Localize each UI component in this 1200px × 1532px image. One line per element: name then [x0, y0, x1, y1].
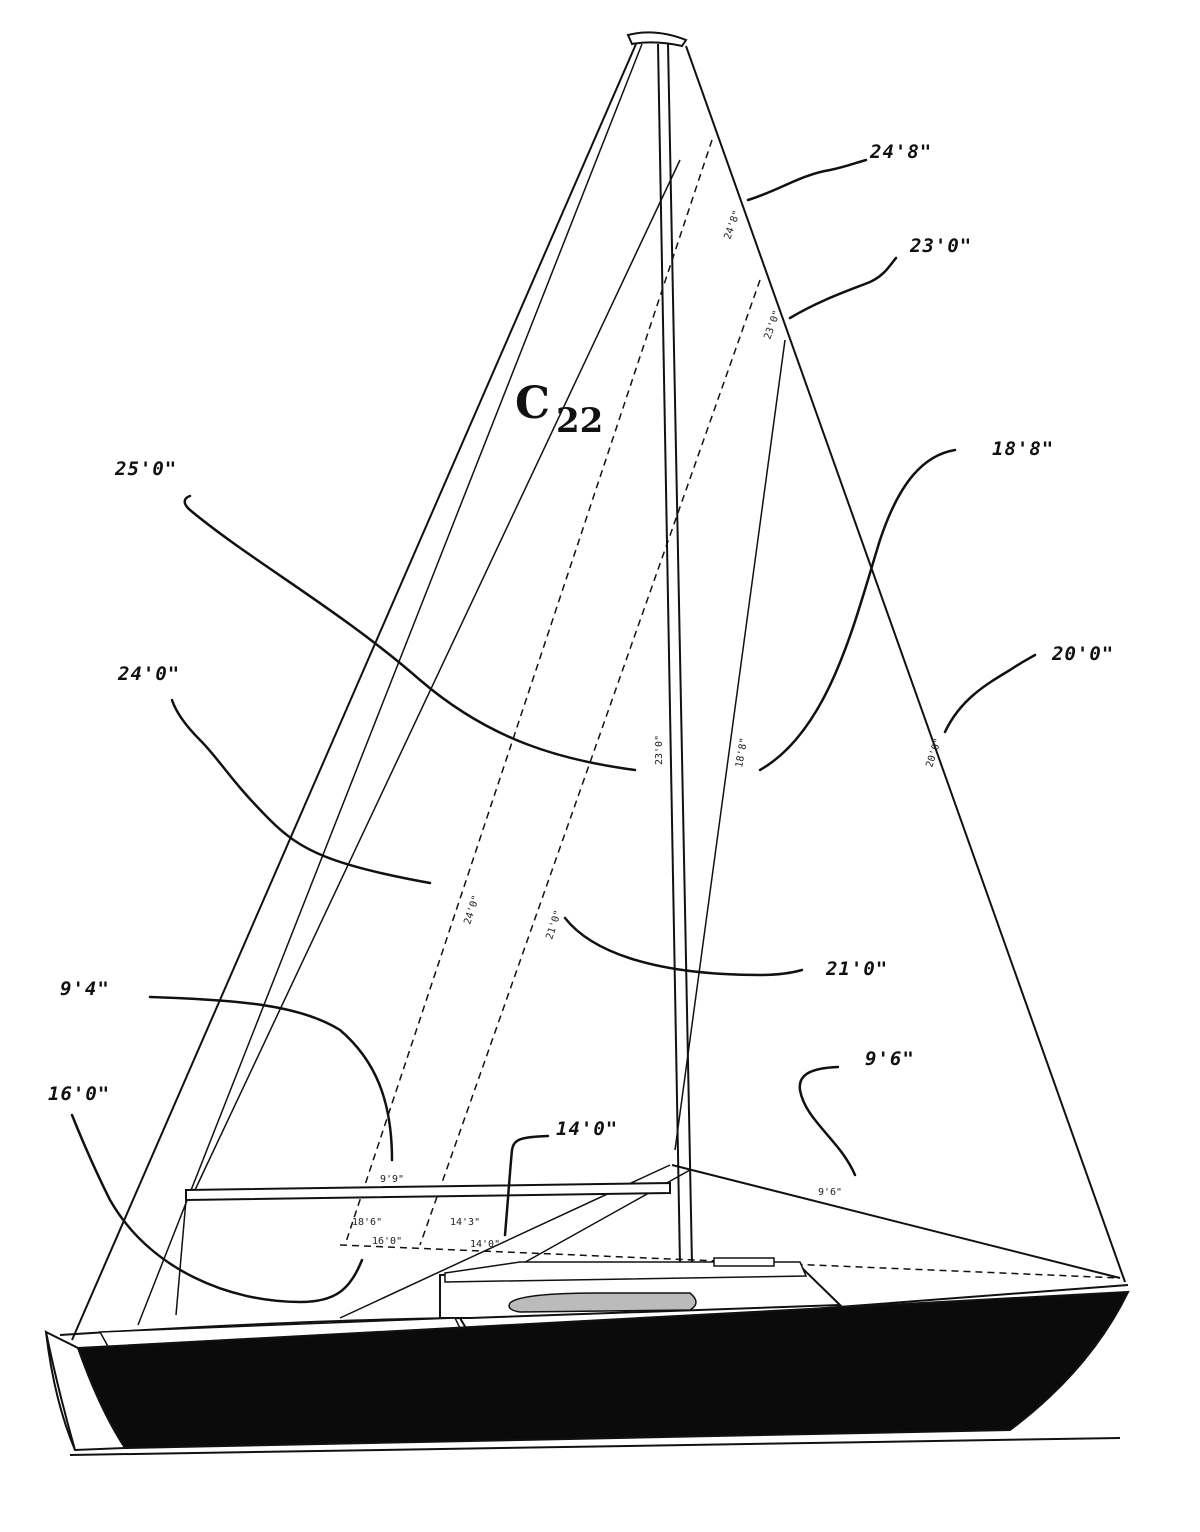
dimension-label: 23'0"	[654, 735, 665, 765]
transom	[44, 1330, 127, 1452]
callout-label: 24'0"	[117, 663, 180, 685]
leader-c1	[746, 158, 868, 202]
logo-mark: C	[515, 378, 550, 429]
leader-c8	[148, 995, 394, 1162]
dimension-label: 24'8"	[722, 209, 743, 241]
cabin-top	[444, 1261, 808, 1283]
hatch	[713, 1257, 775, 1267]
callout-label: 9'6"	[865, 1048, 915, 1070]
leader-c5	[943, 653, 1037, 734]
callout-label: 14'0"	[556, 1118, 618, 1140]
callout-label: 23'0"	[909, 235, 972, 257]
leader-c9	[798, 1065, 857, 1177]
cabin-window	[508, 1292, 697, 1313]
hull	[76, 1290, 1130, 1450]
callout-label: 25'0"	[114, 458, 177, 480]
boom	[185, 1181, 671, 1202]
dimension-label: 23'0"	[762, 309, 783, 341]
dimension-label: 14'3"	[450, 1217, 480, 1228]
dimension-label: 16'0"	[372, 1236, 402, 1247]
class-logo: C 22	[515, 378, 603, 441]
jib-luff	[137, 43, 643, 1326]
mainsail-foot	[671, 1164, 1121, 1279]
mainsail-leech	[685, 45, 1126, 1283]
genoa-luff-dashed	[344, 139, 713, 1246]
leader-c2	[788, 256, 898, 320]
callout-label: 9'4"	[60, 978, 110, 1000]
mast	[657, 43, 681, 1266]
mast-aft-edge	[667, 43, 693, 1266]
leader-c10	[70, 1113, 364, 1304]
lower-shroud	[674, 339, 786, 1151]
dimension-label: 9'9"	[380, 1174, 404, 1185]
leader-lines	[70, 158, 1037, 1304]
jib-luff-dashed	[419, 279, 761, 1246]
dimension-label: 18'8"	[734, 737, 750, 769]
leader-c4	[183, 494, 637, 772]
leader-c7	[563, 916, 804, 977]
rudder	[45, 1331, 76, 1451]
dimension-label: 14'0"	[470, 1239, 500, 1250]
leader-c3	[758, 448, 957, 772]
dimension-label: 9'6"	[818, 1187, 842, 1198]
callout-label: 21'0"	[825, 958, 888, 980]
dimension-label: 21'0"	[544, 909, 564, 941]
upper-shroud	[194, 159, 681, 1191]
callout-label: 18'8"	[992, 438, 1054, 460]
callout-label: 20'0"	[1051, 643, 1114, 665]
dimension-label: 18'6"	[352, 1217, 382, 1228]
forestay	[71, 43, 637, 1341]
dimension-label: 24'0"	[462, 894, 482, 926]
boom-vang	[175, 1199, 187, 1316]
leader-c6	[170, 698, 432, 885]
callout-label: 16'0"	[48, 1083, 110, 1105]
masthead	[626, 31, 688, 48]
callout-label: 24'8"	[869, 141, 932, 163]
logo-model: 22	[556, 401, 603, 441]
leader-c11	[503, 1134, 550, 1237]
waterline	[69, 1437, 1121, 1456]
